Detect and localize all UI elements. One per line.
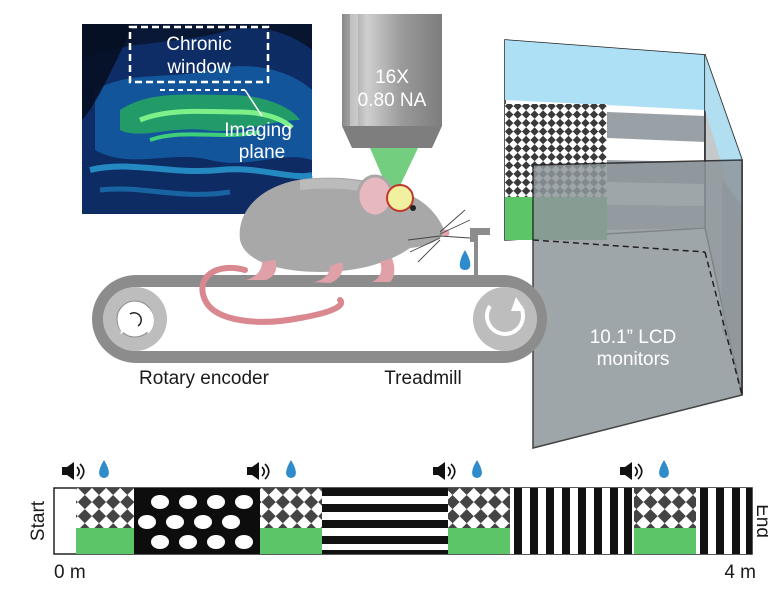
track-end-distance: 4 m (724, 562, 756, 583)
chronic-window-label-2: window (166, 57, 231, 78)
mouse-nose (442, 229, 450, 237)
segment-checker-3 (448, 488, 510, 528)
imaging-plane-label-2: plane (239, 142, 286, 163)
rotary-encoder-label: Rotary encoder (139, 368, 270, 389)
treadmill-wheel (473, 287, 537, 351)
treadmill: Rotary encoder Treadmill (92, 275, 547, 389)
mouse-body (239, 177, 445, 272)
segment-horizontal-stripes (322, 488, 448, 554)
cue-group-3 (433, 460, 482, 480)
chronic-window-box (128, 25, 270, 84)
segment-reward-1 (76, 528, 134, 554)
treadmill-label: Treadmill (384, 368, 461, 389)
segment-checker-4 (634, 488, 696, 528)
mouse-front-paw (312, 262, 343, 283)
segment-vertical-stripes-end (696, 488, 752, 554)
cranial-window-marker (386, 184, 414, 212)
cue-group-4 (620, 460, 669, 480)
track-start-label: Start (28, 500, 49, 541)
encoder-rotation-arrow (117, 302, 154, 334)
water-drop-icon (472, 460, 482, 478)
monitors-label-2: monitors (597, 349, 670, 370)
objective-tip (342, 126, 442, 148)
virtual-track: Start End 0 m 4 m (28, 460, 768, 583)
segment-checker-2 (260, 488, 322, 528)
segment-vertical-stripes (510, 488, 634, 554)
monitor-front-panel (532, 159, 743, 449)
water-drop-icon (459, 250, 471, 270)
cue-group-1 (62, 460, 109, 480)
mouse-eye (410, 205, 416, 211)
mouse-paw-2 (372, 258, 395, 282)
mouse-tail (199, 265, 345, 325)
water-drop-icon (659, 460, 669, 478)
microscope-objective: 16X 0.80 NA (342, 14, 442, 190)
objective-na: 0.80 NA (358, 90, 427, 111)
mouse (199, 174, 471, 325)
objective-magnification: 16X (375, 67, 409, 88)
water-spout (459, 228, 490, 278)
segment-reward-4 (634, 528, 696, 554)
imaging-plane-leader (244, 89, 263, 117)
treadmill-rotation-arrow (485, 304, 525, 336)
track-start-distance: 0 m (54, 562, 86, 583)
water-drop-icon (99, 460, 109, 478)
laser-beam (370, 148, 418, 190)
lcd-monitors: 10.1” LCD monitors (504, 39, 743, 449)
brain-slice-inset: Chronic window Imaging plane (82, 24, 313, 214)
mouse-whiskers (407, 209, 471, 263)
segment-reward-3 (448, 528, 510, 554)
segment-dots (134, 488, 260, 554)
cue-group-2 (247, 460, 296, 480)
mouse-hind-paw (246, 260, 277, 280)
speaker-icon (62, 462, 85, 480)
speaker-icon (620, 462, 643, 480)
speaker-icon (433, 462, 456, 480)
segment-checker-1 (76, 488, 134, 528)
imaging-plane-label-1: Imaging (224, 120, 292, 141)
segment-reward-2 (260, 528, 322, 554)
speaker-icon (247, 462, 270, 480)
monitors-label-1: 10.1” LCD (590, 327, 677, 348)
track-end-label: End (752, 504, 768, 538)
water-drop-icon (286, 460, 296, 478)
chronic-window-label-1: Chronic (166, 34, 231, 55)
objective-body (342, 14, 442, 126)
